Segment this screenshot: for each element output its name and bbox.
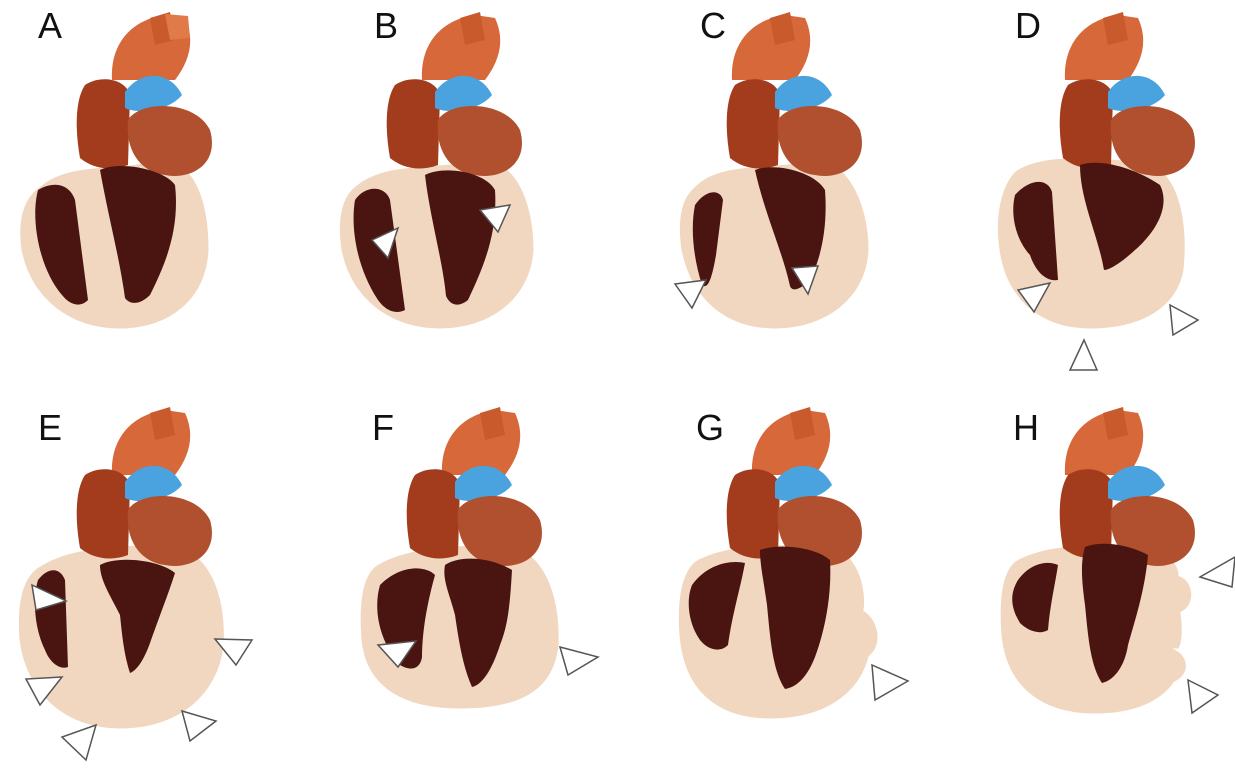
panel-f: F (310, 395, 610, 775)
panel-label: B (374, 8, 398, 44)
panel-c: C (620, 0, 920, 380)
outline-arrowhead (182, 711, 216, 741)
heart-dilated-icon (0, 395, 300, 760)
panel-e: E (0, 395, 300, 775)
heart-dilated-apex-icon (930, 0, 1230, 380)
great-vessels (112, 12, 190, 80)
heart-trabeculation-icon (310, 0, 610, 380)
left-atrium (77, 79, 130, 168)
heart-wide-icon (310, 395, 610, 760)
outline-arrowhead (872, 665, 908, 700)
panel-label: D (1015, 8, 1041, 44)
outline-arrowhead (1200, 557, 1235, 587)
panel-g: G (620, 395, 920, 775)
panel-label: G (696, 410, 724, 446)
panel-d: D (930, 0, 1230, 380)
panel-label: C (700, 8, 726, 44)
panel-a: A (0, 0, 300, 380)
outline-arrowhead (62, 725, 96, 760)
outline-arrowhead (1188, 680, 1218, 713)
outline-arrowhead (1070, 340, 1097, 370)
outline-arrowhead (1170, 305, 1198, 335)
panel-label: H (1013, 410, 1039, 446)
heart-apical-icon (620, 0, 920, 380)
panel-label: F (372, 410, 394, 446)
panel-label: A (38, 8, 62, 44)
heart-single-bulge-icon (620, 395, 920, 760)
panel-h: H (930, 395, 1230, 775)
heart-normal-icon (0, 0, 300, 380)
panel-label: E (38, 410, 62, 446)
panel-b: B (310, 0, 610, 380)
outline-arrowhead (560, 647, 598, 675)
heart-double-bulge-icon (930, 395, 1235, 760)
pulmonary-artery (125, 76, 182, 111)
